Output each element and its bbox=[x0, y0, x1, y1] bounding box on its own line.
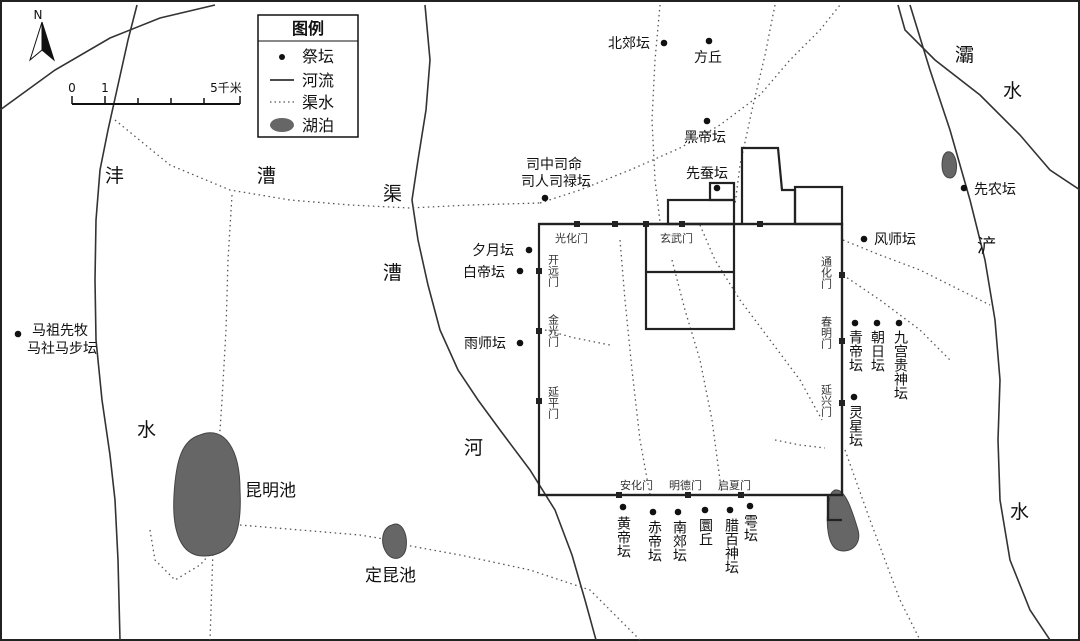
altar-label-yu: 雩坛 bbox=[742, 514, 758, 542]
altar-label-yuanqiu: 圜丘 bbox=[697, 518, 713, 546]
canals-layer bbox=[114, 4, 991, 641]
altar-dots bbox=[14, 37, 968, 516]
gate-label-yanxing: 延兴门 bbox=[820, 384, 833, 418]
gate-label-yanping: 延平门 bbox=[547, 386, 560, 420]
gate-label-guanghua: 光化门 bbox=[555, 231, 588, 245]
river-label-caohe-2: 河 bbox=[464, 437, 483, 459]
north-label: N bbox=[34, 8, 43, 22]
altar-label-yushi: 雨师坛 bbox=[464, 336, 506, 352]
scale-tick-0: 0 bbox=[68, 81, 76, 95]
scale-bar: 0 1 5千米 bbox=[68, 81, 242, 105]
altar-label-chidi: 赤帝坛 bbox=[646, 520, 662, 562]
scale-tick-end: 5千米 bbox=[210, 81, 242, 95]
legend-item-river: 河流 bbox=[302, 71, 334, 90]
altar-label-heidi: 黑帝坛 bbox=[684, 130, 726, 146]
altar-label-mazu-1: 马祖先牧 bbox=[32, 323, 88, 339]
lake-label-kunming: 昆明池 bbox=[245, 481, 296, 501]
altar-label-xiancan: 先蚕坛 bbox=[686, 166, 728, 182]
lakes-layer bbox=[173, 151, 957, 559]
altar-label-chaori: 朝日坛 bbox=[869, 330, 885, 372]
altar-label-beijiao: 北郊坛 bbox=[608, 35, 650, 52]
altar-label-xiannong: 先农坛 bbox=[974, 182, 1016, 198]
altar-labels: 北郊坛 方丘 黑帝坛 司中司命 司人司禄坛 先蚕坛 夕月坛 白帝坛 雨师坛 马祖… bbox=[27, 35, 1016, 574]
scale-tick-1: 1 bbox=[101, 81, 109, 95]
gate-labels: 光化门 玄武门 开远门 金光门 延平门 通化门 春明门 延兴门 安化门 明德门 … bbox=[547, 231, 833, 492]
legend-dot-icon bbox=[279, 54, 285, 60]
river-label-cao-2: 渠 bbox=[383, 183, 402, 205]
altar-label-fangqiu: 方丘 bbox=[694, 50, 722, 66]
altar-label-lingxing: 灵星坛 bbox=[847, 405, 863, 447]
altar-label-huangdi: 黄帝坛 bbox=[615, 515, 631, 558]
altar-label-fengshi: 风师坛 bbox=[874, 232, 916, 248]
altar-label-siming-2: 司人司禄坛 bbox=[521, 174, 591, 190]
legend-item-canal: 渠水 bbox=[302, 93, 334, 112]
rivers-layer bbox=[0, 4, 1080, 641]
gate-label-mingde: 明德门 bbox=[669, 478, 702, 492]
river-label-chan-2: 水 bbox=[1010, 501, 1029, 523]
altar-label-xiyue: 夕月坛 bbox=[472, 243, 514, 259]
lake-label-dingkun: 定昆池 bbox=[365, 566, 416, 586]
legend-lake-icon bbox=[270, 118, 294, 132]
legend-title: 图例 bbox=[292, 19, 324, 38]
river-label-cao-1: 漕 bbox=[257, 165, 276, 187]
gate-markers bbox=[536, 221, 845, 498]
palace-north bbox=[666, 198, 736, 226]
altar-label-jiugong: 九宫贵神坛 bbox=[892, 330, 908, 400]
river-ba bbox=[897, 4, 1080, 191]
river-chan bbox=[909, 4, 1051, 641]
city-walls bbox=[537, 146, 844, 522]
river-cao bbox=[411, 4, 597, 641]
altar-label-baidi: 白帝坛 bbox=[463, 265, 505, 281]
gate-label-xuanwu: 玄武门 bbox=[660, 231, 693, 245]
north-arrow-icon: N bbox=[29, 8, 55, 62]
altar-label-qingdi: 青帝坛 bbox=[847, 330, 863, 372]
river-label-chan-1: 浐 bbox=[977, 235, 996, 257]
river-labels: 沣 水 漕 渠 漕 河 灞 水 浐 水 bbox=[105, 44, 1029, 523]
river-label-ba-2: 水 bbox=[1003, 80, 1022, 102]
daming-palace bbox=[740, 146, 797, 224]
outer-wall bbox=[539, 222, 844, 522]
altar-label-siming-1: 司中司命 bbox=[526, 156, 582, 173]
gate-label-tonghua: 通化门 bbox=[820, 256, 833, 290]
altar-label-nanjiao: 南郊坛 bbox=[671, 520, 687, 562]
river-feng bbox=[94, 4, 138, 641]
river-label-feng-1: 沣 bbox=[105, 165, 124, 187]
altar-label-labai: 腊百神坛 bbox=[723, 518, 739, 574]
altar-label-mazu-2: 马社马步坛 bbox=[27, 341, 97, 357]
gate-label-anhua: 安化门 bbox=[620, 478, 653, 492]
gate-label-kaiyuan: 开远门 bbox=[547, 254, 560, 288]
gate-label-qixia: 启夏门 bbox=[718, 478, 751, 492]
gate-label-jinguang: 金光门 bbox=[547, 313, 560, 348]
legend-item-altar: 祭坛 bbox=[302, 47, 334, 66]
legend-item-lake: 湖泊 bbox=[302, 116, 334, 135]
river-label-caohe-1: 漕 bbox=[383, 262, 402, 284]
lake-dingkun bbox=[382, 523, 407, 559]
lake-east bbox=[941, 151, 957, 179]
gate-label-chunming: 春明门 bbox=[820, 316, 833, 350]
river-northwest bbox=[0, 4, 216, 111]
river-label-ba-1: 灞 bbox=[955, 44, 974, 66]
river-label-feng-2: 水 bbox=[137, 419, 156, 441]
legend: 图例 祭坛 河流 渠水 湖泊 bbox=[257, 14, 359, 138]
lake-kunming bbox=[173, 432, 241, 557]
